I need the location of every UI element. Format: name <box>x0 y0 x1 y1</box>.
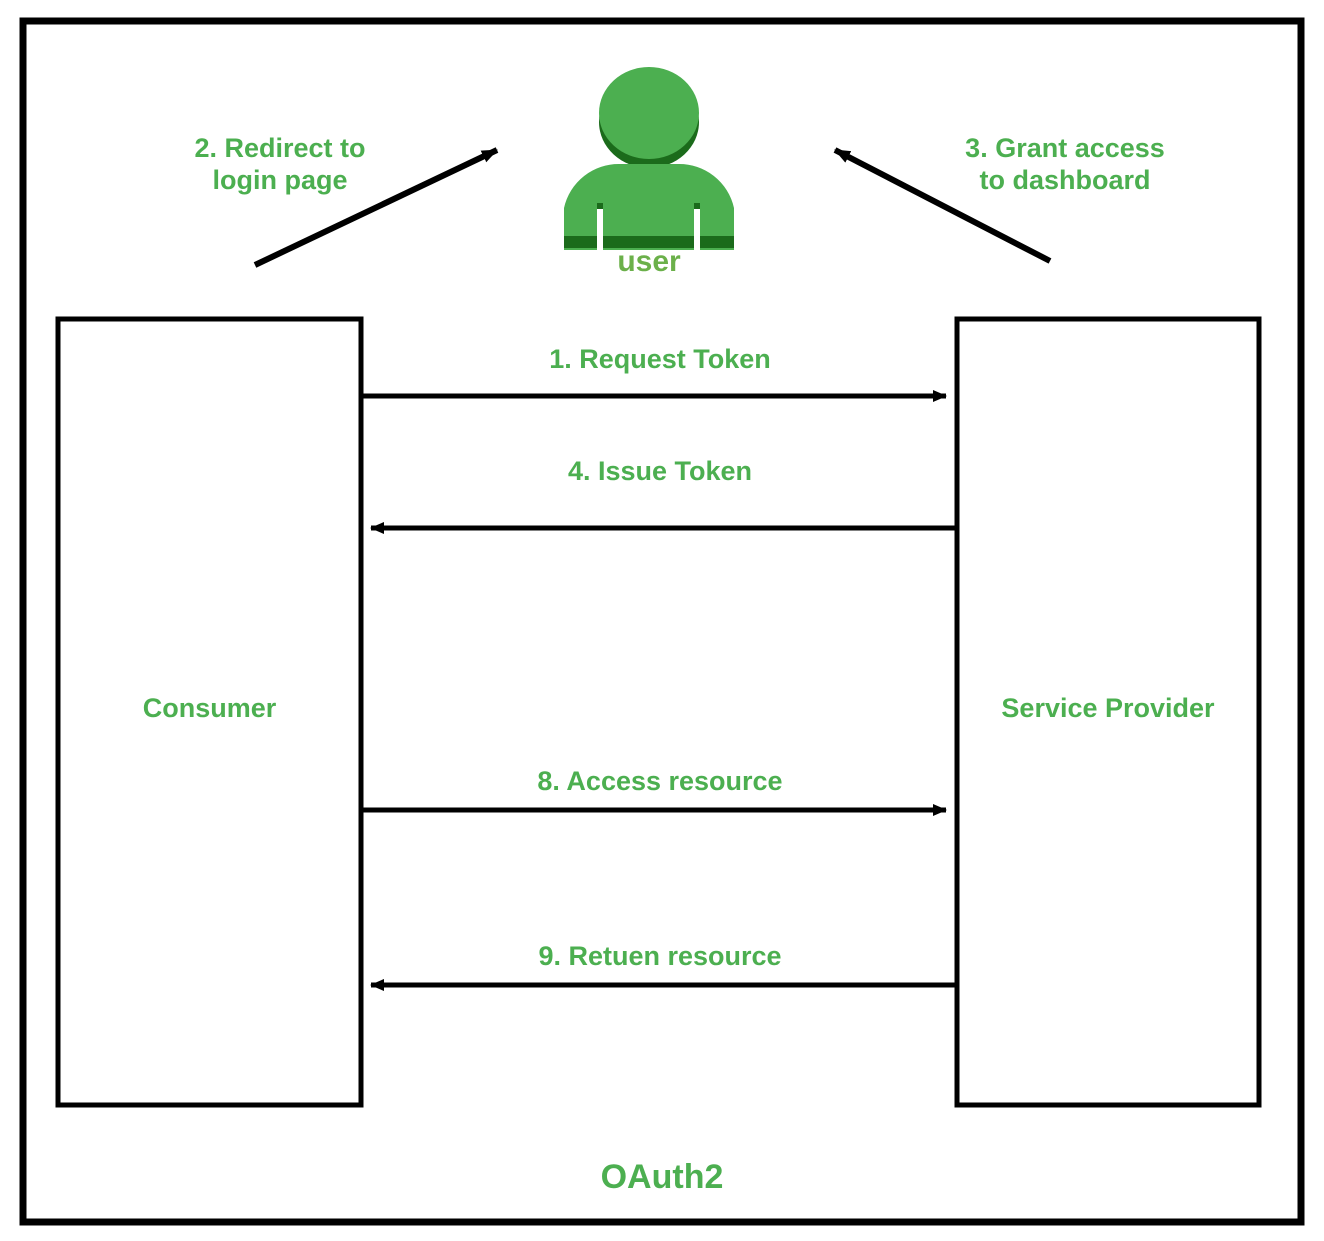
message-label-1: 1. Request Token <box>549 344 771 374</box>
user-label: user <box>617 245 681 278</box>
user-head-icon <box>599 67 699 159</box>
message-label-2: 2. Redirect to login page <box>194 133 366 196</box>
service-provider-box[interactable] <box>954 316 1262 1108</box>
message-arrow-3 <box>833 147 1052 264</box>
message-label-8: 8. Access resource <box>537 766 783 796</box>
user-base-band-icon <box>564 236 734 248</box>
message-label-3: 3. Grant access to dashboard <box>965 133 1165 196</box>
user-right-slit-icon <box>694 203 700 250</box>
message-label-9: 9. Retuen resource <box>538 941 782 971</box>
diagram-outer-frame <box>19 17 1305 1226</box>
diagram-title: OAuth2 <box>600 1158 724 1196</box>
service-provider-label: Service Provider <box>1001 693 1215 723</box>
user-left-slit-cap-icon <box>597 203 603 209</box>
user-right-slit-cap-icon <box>694 203 700 209</box>
message-arrow-2 <box>253 147 499 268</box>
message-label-4: 4. Issue Token <box>567 456 753 486</box>
user-left-slit-icon <box>597 203 603 250</box>
user-body-icon <box>564 163 734 250</box>
consumer-label: Consumer <box>142 693 277 723</box>
consumer-box[interactable] <box>55 316 364 1108</box>
